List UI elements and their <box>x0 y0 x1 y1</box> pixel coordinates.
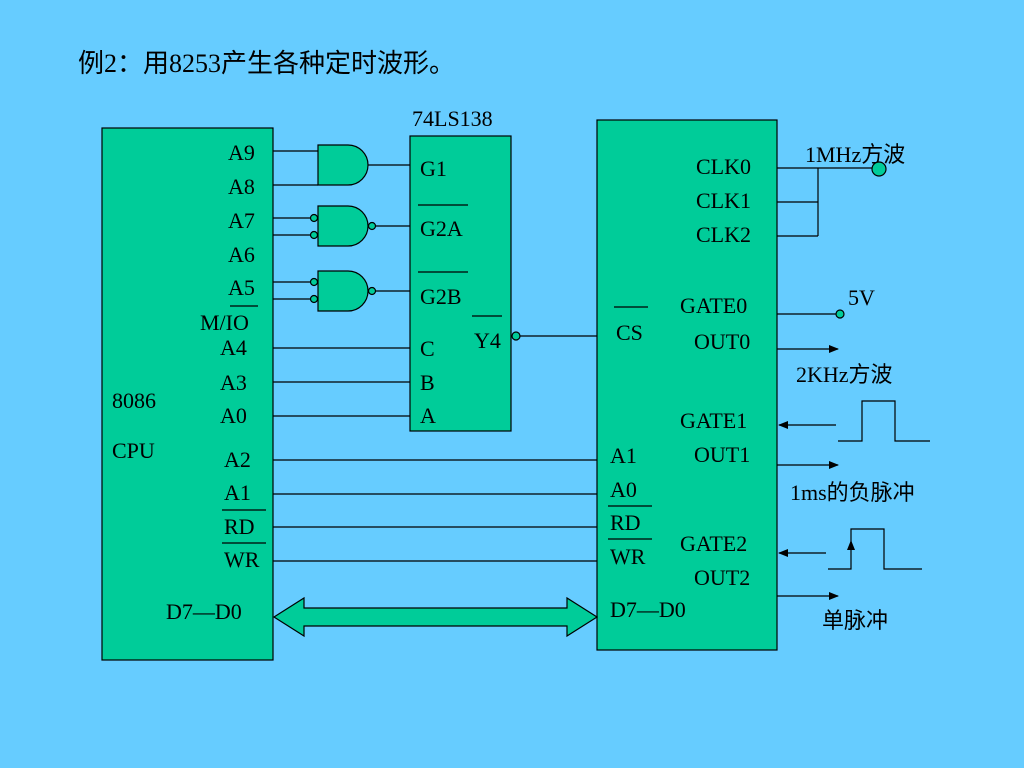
cpu-pin-a6: A6 <box>228 242 255 267</box>
invert-bubble <box>309 213 319 223</box>
timer-chip <box>596 119 778 651</box>
timer-pin-data: D7—D0 <box>610 597 686 622</box>
label-out0: 2KHz方波 <box>796 362 893 387</box>
decoder-pin-a: A <box>420 403 436 428</box>
decoder-chip <box>409 135 512 432</box>
gate2-pulse-waveform <box>828 528 922 570</box>
timer-pin-out2: OUT2 <box>694 565 750 590</box>
label-gate0-input: 5V <box>848 285 875 310</box>
timer-pin-out1: OUT1 <box>694 442 750 467</box>
invert-bubble <box>367 286 377 296</box>
timer-pin-out0: OUT0 <box>694 329 750 354</box>
data-bus-arrow <box>272 596 599 638</box>
cpu-pin-a1: A1 <box>224 480 251 505</box>
gate0-terminal <box>835 309 845 319</box>
cpu-pin-rd: RD <box>224 514 255 539</box>
timer-pin-gate1: GATE1 <box>680 408 747 433</box>
label-clk-input: 1MHz方波 <box>805 142 905 167</box>
timer-pin-cs: CS <box>616 320 643 345</box>
timer-pin-a1: A1 <box>610 443 637 468</box>
invert-bubble <box>309 277 319 287</box>
cpu-pin-a0: A0 <box>220 403 247 428</box>
cpu-pin-a9: A9 <box>228 140 255 165</box>
invert-bubble <box>367 221 377 231</box>
cpu-pin-a8: A8 <box>228 174 255 199</box>
cpu-pin-wr: WR <box>224 547 260 572</box>
cpu-pin-a4: A4 <box>220 335 247 360</box>
decoder-name: 74LS138 <box>412 106 493 131</box>
decoder-pin-c: C <box>420 336 435 361</box>
and-gate-2 <box>317 205 369 247</box>
timer-pin-gate0: GATE0 <box>680 293 747 318</box>
decoder-pin-b: B <box>420 370 435 395</box>
decoder-pin-y4: Y4 <box>474 328 501 353</box>
timer-pin-clk2: CLK2 <box>696 222 751 247</box>
timer-pin-a0: A0 <box>610 477 637 502</box>
timer-pin-gate2: GATE2 <box>680 531 747 556</box>
cpu-pin-a2: A2 <box>224 447 251 472</box>
label-out1: 1ms的负脉冲 <box>790 480 915 505</box>
decoder-pin-g1: G1 <box>420 156 447 181</box>
invert-bubble <box>309 294 319 304</box>
timer-pin-wr: WR <box>610 544 646 569</box>
y4-bubble <box>511 331 521 341</box>
timer-pin-clk0: CLK0 <box>696 154 751 179</box>
cpu-pin-a3: A3 <box>220 370 247 395</box>
invert-bubble <box>309 230 319 240</box>
cpu-pin-a5: A5 <box>228 275 255 300</box>
and-gate-1 <box>317 144 369 186</box>
cpu-chip <box>101 127 274 661</box>
rising-edge-arrow <box>847 540 855 550</box>
cpu-name: 8086 <box>112 388 156 413</box>
cpu-pin-a7: A7 <box>228 208 255 233</box>
cpu-pin-data: D7—D0 <box>166 599 242 624</box>
cpu-pin-mio: M/IO <box>200 310 249 335</box>
timer-pin-clk1: CLK1 <box>696 188 751 213</box>
clock-source-terminal <box>871 161 887 177</box>
gate1-pulse-waveform <box>838 400 930 442</box>
page-title: 例2：用8253产生各种定时波形。 <box>78 49 455 78</box>
and-gate-3 <box>317 270 369 312</box>
decoder-pin-g2b: G2B <box>420 284 462 309</box>
cpu-sub: CPU <box>112 438 155 463</box>
timer-pin-rd: RD <box>610 510 641 535</box>
label-out2: 单脉冲 <box>822 608 888 633</box>
decoder-pin-g2a: G2A <box>420 216 463 241</box>
